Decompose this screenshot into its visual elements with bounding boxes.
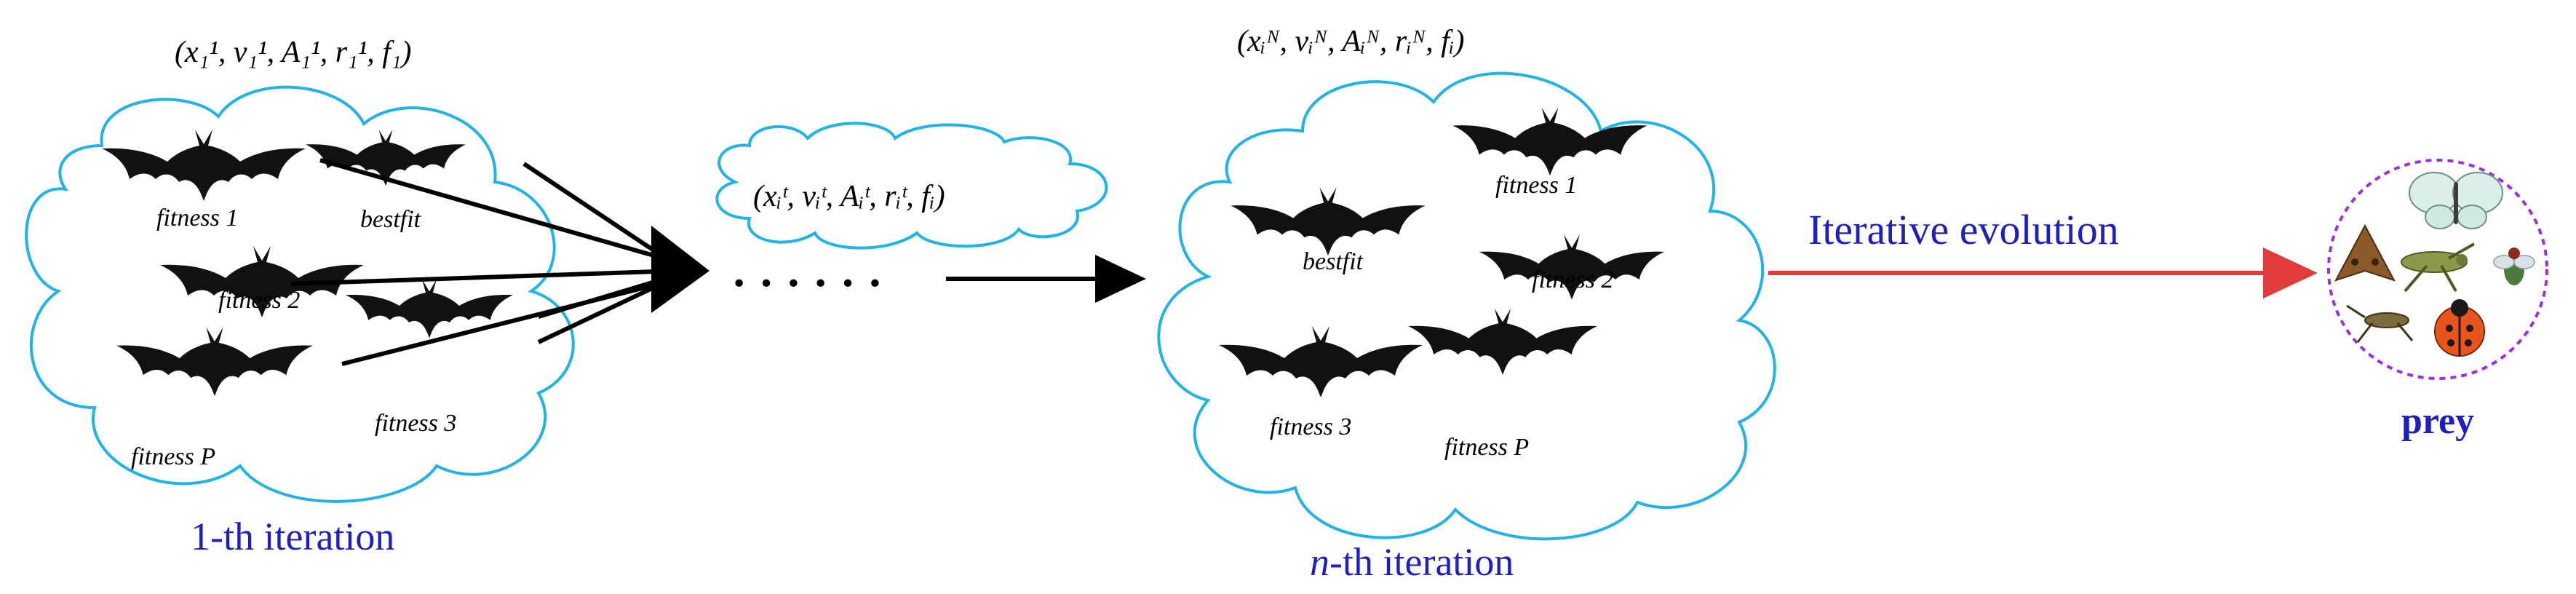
nth-fitness-1-label: fitness 1	[1495, 172, 1577, 199]
first-cloud-tuple: (x₁¹, v₁¹, A₁¹, r₁¹, f₁)	[175, 36, 412, 69]
ellipsis: · · · · · ·	[731, 257, 883, 309]
nth-iteration-rest: -th iteration	[1329, 540, 1514, 584]
nth-iteration-cloud	[1157, 71, 1776, 541]
first-iteration-cloud	[25, 85, 575, 503]
converge-arrowhead	[651, 226, 709, 313]
first-fitness-2-label: fitness 2	[218, 287, 300, 314]
evolution-label: Iterative evolution	[1808, 206, 2119, 253]
grasshopper-icon	[2401, 242, 2475, 293]
nth-fitness-p-label: fitness P	[1444, 434, 1529, 461]
arrow-to-nth	[946, 255, 1146, 303]
nth-iteration-caption: n-th iteration	[1310, 540, 1514, 584]
nth-fitness-2-label: fitness 2	[1532, 266, 1613, 293]
prey-label: prey	[2401, 400, 2474, 442]
nth-bestfit-label: bestfit	[1303, 248, 1364, 275]
first-iteration-caption: 1-th iteration	[191, 515, 394, 558]
first-fitness-1-label: fitness 1	[156, 205, 238, 231]
nth-cloud-tuple: (xᵢᴺ, vᵢᴺ, Aᵢᴺ, rᵢᴺ, fᵢ)	[1237, 25, 1465, 58]
first-fitness-3-label: fitness 3	[375, 410, 456, 437]
evolution-arrow	[1768, 248, 2318, 298]
cricket-icon	[2346, 304, 2414, 343]
butterfly-icon	[2409, 172, 2503, 229]
fly-icon	[2493, 248, 2535, 285]
middle-cloud	[715, 122, 1108, 250]
nth-iteration-n: n	[1310, 540, 1329, 584]
first-fitness-p-label: fitness P	[131, 443, 215, 470]
converging-arrows	[290, 158, 709, 366]
ladybug-icon	[2434, 299, 2485, 357]
nth-fitness-3-label: fitness 3	[1270, 413, 1351, 440]
moth-icon	[2334, 223, 2396, 282]
first-bestfit-label: bestfit	[360, 206, 422, 233]
middle-cloud-tuple: (xᵢᵗ, vᵢᵗ, Aᵢᵗ, rᵢᵗ, fᵢ)	[753, 180, 945, 213]
